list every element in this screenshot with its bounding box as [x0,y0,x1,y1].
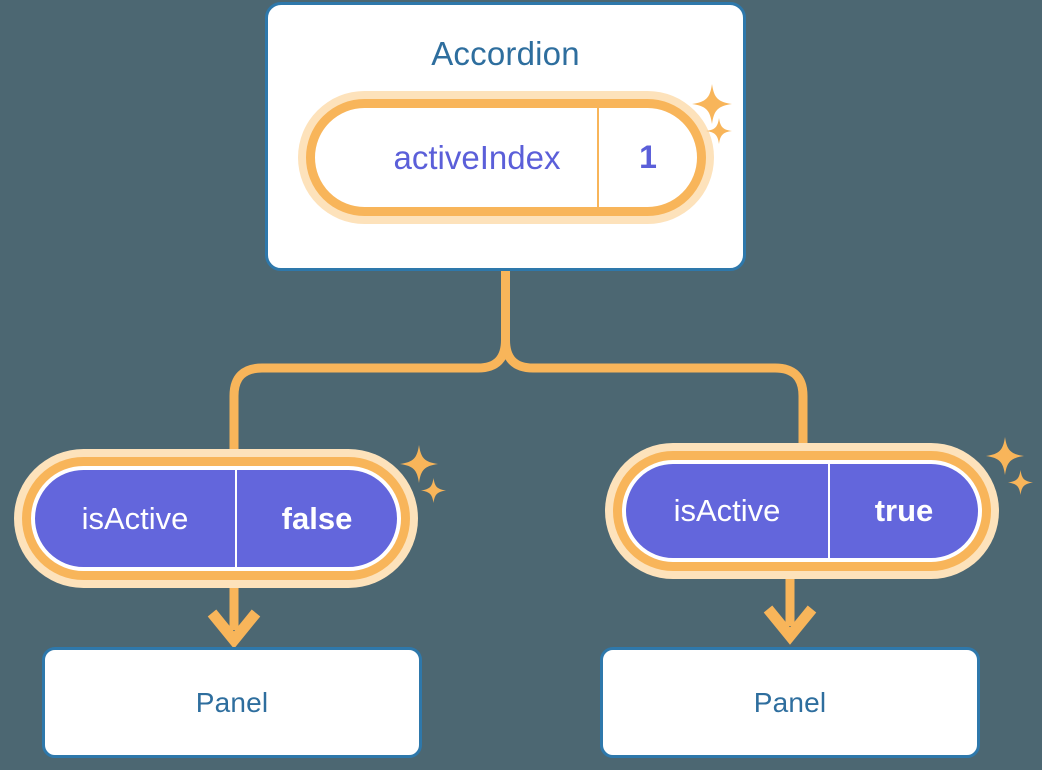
state-value-label: true [874,493,934,528]
state-key-label: isActive [81,500,189,536]
state-pill-is-active-false[interactable]: isActive false [31,466,401,571]
state-pill-is-active-true[interactable]: isActive true [622,460,982,562]
panel-title: Panel [753,686,827,718]
accordion-title: Accordion [431,35,580,72]
state-value-label: false [281,500,353,536]
state-value-label: 1 [639,139,657,175]
pill-divider [828,464,830,558]
pill-divider [597,108,599,207]
state-pill-active-index[interactable]: activeIndex 1 [306,99,706,216]
state-key-label: isActive [673,493,781,528]
panel-title: Panel [195,686,269,718]
panel-card-left: Panel [42,647,422,758]
state-key-label: activeIndex [393,138,561,176]
panel-card-right: Panel [600,647,980,758]
branch-line-right [501,339,808,466]
branch-line-left [229,339,510,470]
pill-divider [235,470,237,567]
arrow-head-right [763,605,817,645]
arrow-head-left [207,609,261,649]
